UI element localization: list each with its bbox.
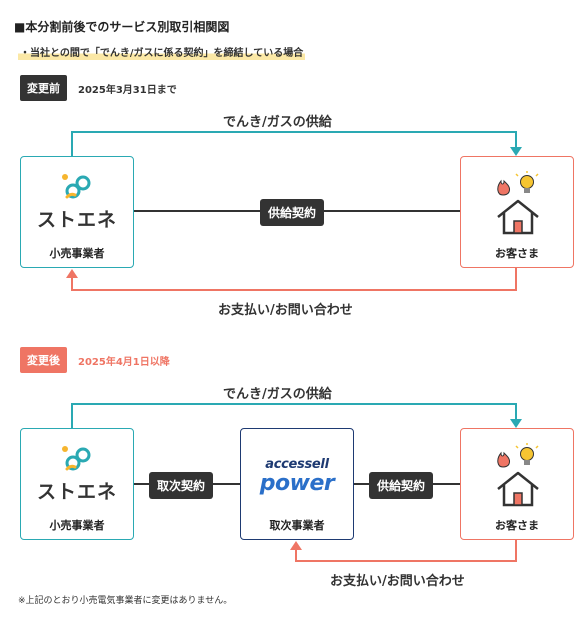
after-payment-line (295, 540, 517, 562)
stoene-logo-icon (62, 174, 91, 199)
stoene-logo-icon (62, 446, 91, 471)
accessell-logo-top: accessell (265, 457, 329, 472)
house-icon (497, 471, 539, 507)
before-payment-line (71, 268, 517, 291)
before-supply-contract: 供給契約 (260, 199, 325, 226)
before-retailer-label: 小売事業者 (49, 247, 105, 260)
before-badge: 変更前 (20, 75, 67, 101)
before-supply-label: でんき/ガスの供給 (223, 115, 332, 130)
after-agency-contract: 取次契約 (149, 472, 214, 499)
after-customer-label: お客さま (495, 519, 539, 532)
after-retailer-box: ストエネ 小売事業者 (20, 428, 134, 540)
house-icon (497, 199, 539, 235)
before-retailer-box: ストエネ 小売事業者 (20, 156, 134, 268)
after-agent-box: accessell power 取次事業者 (240, 428, 354, 540)
after-agent-label: 取次事業者 (269, 519, 325, 532)
before-supply-arrowhead (510, 147, 522, 156)
before-payment-label: お支払い/お問い合わせ (218, 303, 353, 318)
fire-bulb-icon (497, 171, 539, 196)
after-badge: 変更後 (20, 347, 67, 373)
before-customer-label: お客さま (495, 247, 539, 260)
stoene-logo-text: ストエネ (36, 209, 117, 231)
after-payment-label: お支払い/お問い合わせ (330, 574, 465, 589)
after-date: 2025年4月1日以降 (78, 357, 170, 368)
after-supply-label: でんき/ガスの供給 (223, 387, 332, 402)
after-supply-contract: 供給契約 (369, 472, 434, 499)
after-supply-arrowhead (510, 419, 522, 428)
accessell-logo-bottom: power (259, 471, 335, 496)
before-supply-line (71, 131, 517, 156)
after-customer-box: お客さま (460, 428, 574, 540)
after-payment-arrowhead (290, 541, 302, 550)
stoene-logo-text: ストエネ (36, 481, 117, 503)
fire-bulb-icon (497, 443, 539, 468)
page-title: ■本分割前後でのサービス別取引相関図 (14, 20, 230, 34)
condition-text: ・当社との間で「でんき/ガスに係る契約」を締結している場合 (18, 44, 306, 60)
after-supply-line (71, 403, 517, 428)
before-payment-arrowhead (66, 269, 78, 278)
before-date: 2025年3月31日まで (78, 85, 177, 96)
before-customer-box: お客さま (460, 156, 574, 268)
after-retailer-label: 小売事業者 (49, 519, 105, 532)
footnote: ※上記のとおり小売電気事業者に変更はありません。 (18, 596, 233, 606)
